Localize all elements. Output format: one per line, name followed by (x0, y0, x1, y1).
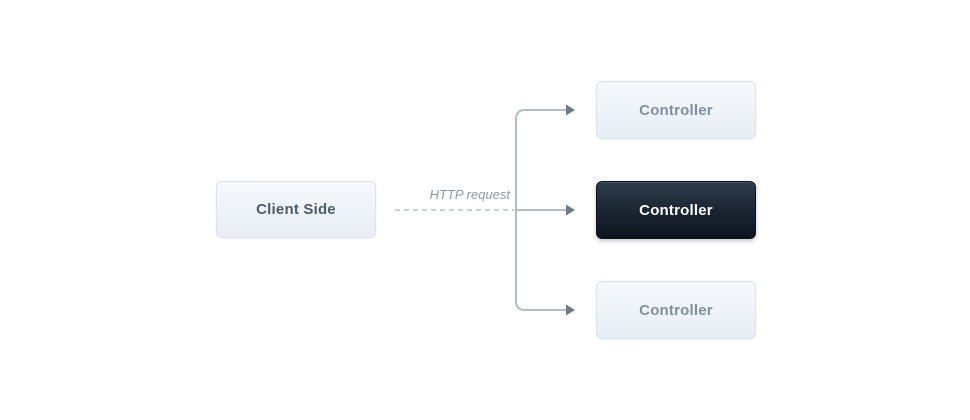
arrowhead-bottom-icon (566, 304, 575, 316)
http-request-label: HTTP request (429, 187, 510, 202)
controller-node-bottom: Controller (596, 281, 756, 339)
controller-bottom-label: Controller (639, 301, 713, 319)
branch-trunk-line (515, 109, 567, 311)
controller-node-middle: Controller (596, 181, 756, 239)
client-side-node: Client Side (216, 181, 376, 238)
client-side-label: Client Side (256, 201, 336, 218)
controller-top-label: Controller (639, 101, 713, 119)
arrowhead-middle-icon (566, 204, 575, 216)
arrowhead-top-icon (566, 104, 575, 116)
controller-middle-label: Controller (639, 201, 713, 219)
controller-node-top: Controller (596, 81, 756, 139)
